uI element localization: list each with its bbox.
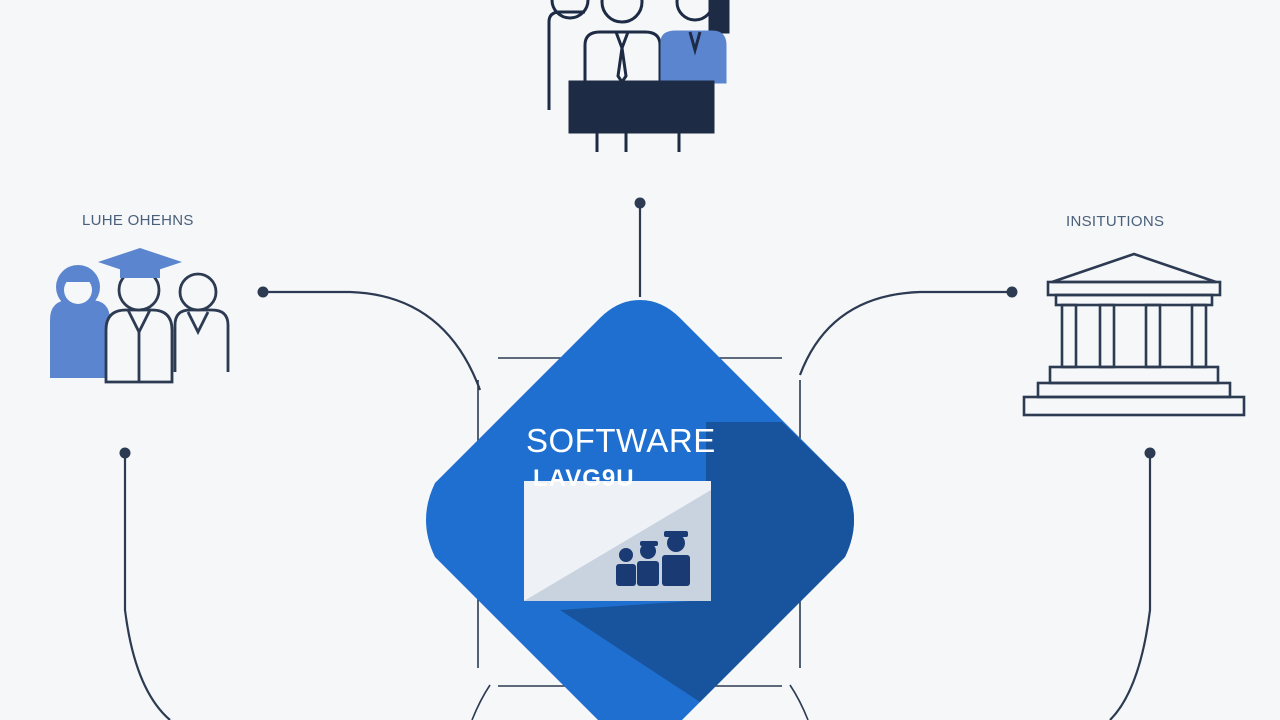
left-lower-dot: [119, 447, 131, 459]
group-people-card-icon: [616, 531, 690, 586]
building-columns-icon: [1022, 252, 1246, 417]
right-dot: [1006, 286, 1018, 298]
connector-dots: [119, 197, 1156, 459]
frame-bottom-left: [471, 684, 491, 720]
right-node-label: INSITUTIONS: [1066, 213, 1165, 230]
meeting-people-desk-icon: [547, 0, 730, 152]
right-upper-connector: [798, 290, 1012, 376]
left-lower-connector: [123, 453, 171, 720]
top-dot: [634, 197, 646, 209]
center-diamond: [426, 300, 854, 720]
right-lower-dot: [1144, 447, 1156, 459]
left-upper-connector: [263, 290, 482, 391]
center-node-subtitle: LAVG9U: [533, 465, 635, 492]
people-graduate-icon: [50, 248, 230, 384]
frame-bottom-right: [789, 684, 809, 720]
left-node-label: LUHE OHEHNS: [82, 212, 194, 229]
left-dot: [257, 286, 269, 298]
center-node-title: SOFTWARE: [526, 422, 716, 459]
right-lower-connector: [1109, 453, 1152, 720]
